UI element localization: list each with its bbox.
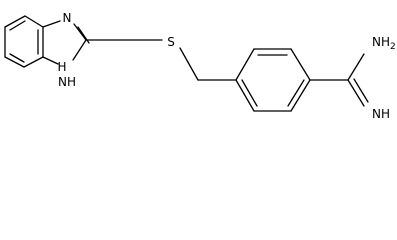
amidine-group <box>309 53 369 107</box>
bond <box>290 79 311 112</box>
double-bond-inner <box>241 79 258 107</box>
atom-label-imine: NH <box>372 107 390 121</box>
bond <box>347 79 365 107</box>
atom-label-amine-subscript: 2 <box>390 42 396 52</box>
bond <box>72 39 87 61</box>
bond <box>179 47 199 81</box>
atom-label-amine-nh: NH <box>372 35 390 49</box>
benzimidazole-benzene-ring <box>4 15 44 68</box>
bond <box>42 56 59 65</box>
bond <box>347 53 365 81</box>
bond <box>42 20 61 28</box>
atom-label-imidazole-h: H <box>57 60 66 74</box>
imidazole-ring <box>42 20 90 65</box>
bond <box>24 15 44 28</box>
double-bond-inner <box>9 53 25 63</box>
bond <box>290 48 311 81</box>
bond <box>235 79 255 112</box>
bond <box>4 15 26 28</box>
atom-label-imidazole-n: N <box>63 11 72 25</box>
double-bond-inner <box>9 20 26 31</box>
atom-label-sulfur: S <box>167 35 175 49</box>
phenyl-ring <box>235 48 311 112</box>
bond <box>73 23 87 41</box>
double-bond-inner <box>353 78 369 103</box>
molecule-structure: N H NH S NH2 NH <box>4 11 396 121</box>
double-bond-inner <box>287 79 305 107</box>
thioether-linker <box>85 39 237 81</box>
atom-label-amine: NH2 <box>372 35 396 52</box>
bond <box>23 56 44 68</box>
bond <box>4 56 25 68</box>
atom-label-imidazole-nh: NH <box>58 75 76 89</box>
bond <box>235 48 255 81</box>
